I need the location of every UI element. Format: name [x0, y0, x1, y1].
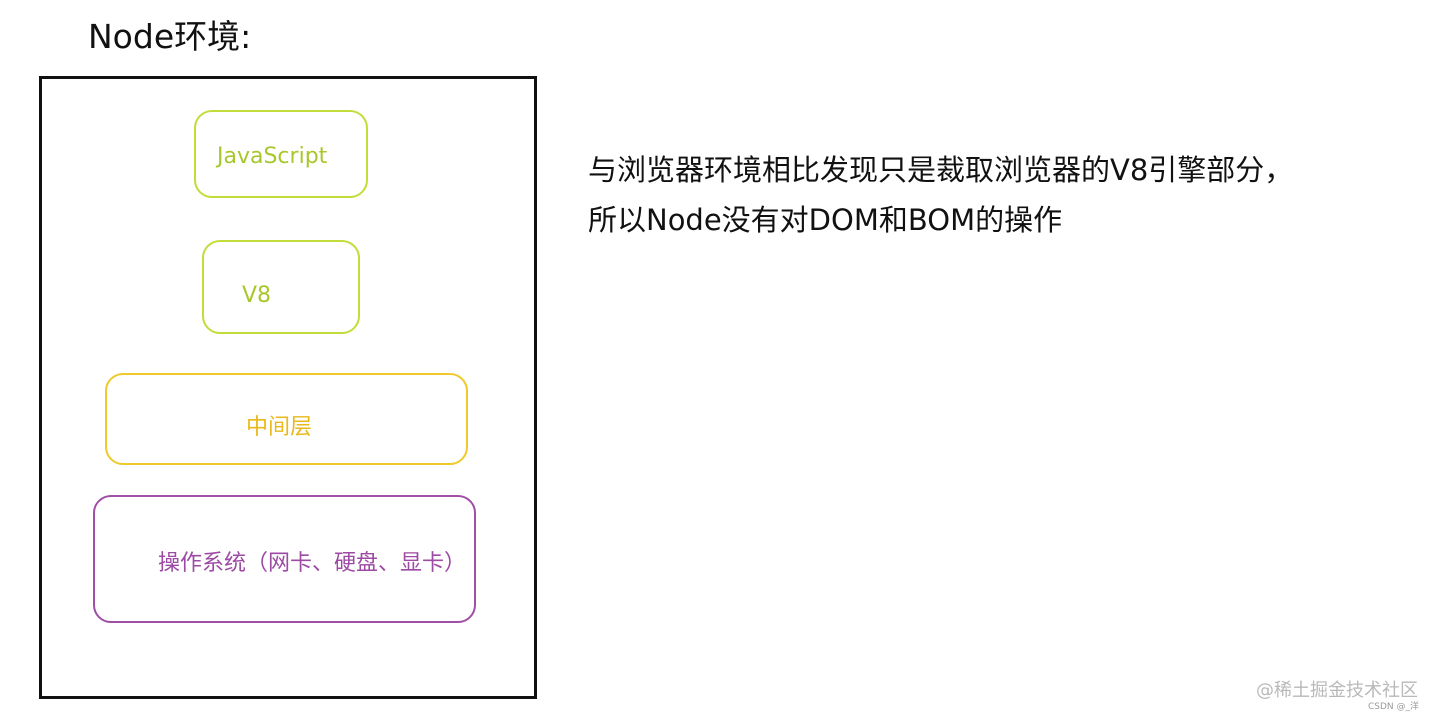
description-line-2: 所以Node没有对DOM和BOM的操作	[588, 203, 1063, 237]
layer-operating-system-label: 操作系统（网卡、硬盘、显卡）	[158, 551, 467, 576]
description-line-1: 与浏览器环境相比发现只是裁取浏览器的V8引擎部分，	[588, 153, 1294, 187]
layer-middleware: 中间层	[105, 373, 468, 465]
juejin-watermark: @稀土掘金技术社区	[1256, 680, 1418, 701]
layer-javascript-label: JavaScript	[217, 144, 328, 169]
layer-javascript: JavaScript	[194, 110, 368, 198]
description: 与浏览器环境相比发现只是裁取浏览器的V8引擎部分， 所以Node没有对DOM和B…	[588, 145, 1293, 245]
csdn-watermark: CSDN @_洋	[1368, 702, 1420, 712]
layer-v8: V8	[202, 240, 360, 334]
layer-operating-system: 操作系统（网卡、硬盘、显卡）	[93, 495, 476, 623]
node-environment-frame	[39, 76, 537, 699]
layer-middleware-label: 中间层	[246, 415, 313, 440]
page-title: Node环境:	[88, 17, 252, 56]
layer-v8-label: V8	[242, 283, 272, 308]
